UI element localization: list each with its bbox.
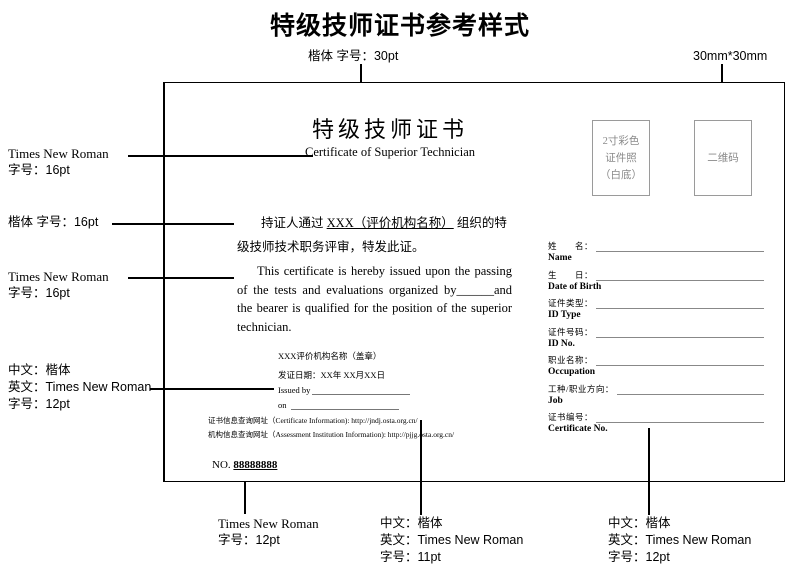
annotation-left-4-line3: 字号：12pt (8, 397, 70, 411)
field-date-of-birth: 生 日： Date of Birth (548, 270, 764, 293)
annotation-top-center: 楷体 字号：30pt (308, 49, 399, 63)
leader-spine-left (163, 83, 165, 481)
annotation-left-3: Times New Roman 字号：16pt (8, 268, 109, 302)
issued-by-label: Issued by (278, 385, 311, 395)
leader-line-left-3 (128, 277, 234, 279)
field-id-no-label-cn: 证件号码： (548, 326, 594, 337)
annotation-bottom-3-line3: 字号：12pt (608, 550, 670, 564)
certificate-number-label: NO. (212, 459, 231, 471)
page-title: 特级技师证书参考样式 (269, 13, 530, 40)
field-occupation-label-cn: 职业名称： (548, 355, 594, 365)
field-id-type-label-cn: 证件类型： (548, 298, 594, 308)
field-job: 工种/职业方向： Job (548, 384, 764, 407)
field-id-type: 证件类型： ID Type (548, 298, 764, 321)
field-certno-rule (596, 413, 764, 423)
certificate-body-en: This certificate is hereby issued upon t… (237, 264, 512, 334)
on-label: on (278, 400, 287, 410)
annotation-bottom-2-line1: 中文：楷体 (380, 516, 443, 530)
leader-line-left-1 (128, 155, 313, 157)
leader-line-bottom-1 (244, 482, 246, 514)
field-id-type-rule (596, 299, 764, 309)
institution-info-url: 机构信息查询网址（Assessment Institution Informat… (208, 430, 455, 439)
annotation-bottom-2-line2: 英文：Times New Roman (380, 533, 524, 547)
annotation-left-3-line2: 字号：16pt (8, 286, 70, 300)
info-fields-group: 姓 名： Name 生 日： Date of Birth 证件类型： ID Ty… (548, 241, 764, 441)
body-cn-pre: 持证人通过 (261, 216, 327, 230)
annotation-left-1: Times New Roman 字号：16pt (8, 145, 109, 179)
annotation-left-4: 中文：楷体 英文：Times New Roman 字号：12pt (8, 362, 151, 413)
field-id-type-label-en: ID Type (548, 310, 581, 320)
photo-box-line2: 证件照 (605, 152, 637, 164)
annotation-left-1-line2: 字号：16pt (8, 163, 70, 177)
annotation-bottom-1-line2: 字号：12pt (218, 533, 280, 547)
leader-line-left-2 (112, 223, 234, 225)
certificate-number: NO. 88888888 (212, 459, 277, 471)
on-rule (290, 400, 399, 410)
issuer-org: XXX评价机构名称（盖章） (278, 351, 382, 361)
field-dob-rule (596, 271, 764, 281)
field-occupation-rule (596, 356, 764, 366)
field-occupation-label-en: Occupation (548, 367, 595, 377)
field-name-label-cn: 姓 名： (548, 241, 594, 251)
annotation-left-4-line1: 中文：楷体 (8, 363, 71, 377)
field-dob-label-cn: 生 日： (548, 269, 594, 280)
field-certno-label-en: Certificate No. (548, 424, 608, 434)
field-job-rule (616, 385, 764, 395)
field-job-label-en: Job (548, 395, 563, 406)
field-dob-label-en: Date of Birth (548, 281, 602, 292)
annotation-left-1-line1: Times New Roman (8, 146, 109, 161)
field-name: 姓 名： Name (548, 241, 764, 264)
query-urls: 证书信息查询网址（Certificate Information): http:… (208, 414, 518, 442)
issued-by-rule (312, 385, 411, 395)
field-certno-label-cn: 证书编号： (548, 412, 594, 422)
annotation-left-2: 楷体 字号：16pt (8, 214, 98, 231)
cert-info-url: 证书信息查询网址（Certificate Information): http:… (208, 416, 418, 425)
certificate-frame (163, 82, 785, 482)
field-name-rule (596, 242, 764, 252)
field-certificate-no: 证书编号： Certificate No. (548, 412, 764, 435)
field-id-no: 证件号码： ID No. (548, 327, 764, 350)
certificate-number-value: 88888888 (233, 459, 278, 471)
photo-box-line1: 2寸彩色 (602, 135, 640, 147)
photo-box-line3: （白底） (600, 169, 642, 181)
body-cn-underline: XXX（评价机构名称） (326, 216, 454, 230)
annotation-bottom-3: 中文：楷体 英文：Times New Roman 字号：12pt (608, 515, 751, 566)
field-name-label-en: Name (548, 253, 572, 263)
qr-box-line1: 二维码 (707, 152, 739, 164)
issuer-block: XXX评价机构名称（盖章） 发证日期：XX年 XX月XX日 Issued by … (278, 349, 508, 413)
certificate-title-cn: 特级技师证书 (311, 117, 468, 142)
annotation-bottom-3-line1: 中文：楷体 (608, 516, 671, 530)
annotation-bottom-3-line2: 英文：Times New Roman (608, 533, 752, 547)
body-cn-post: 组织的特级技师技术职务评审，特发此证。 (237, 216, 507, 254)
annotation-left-4-line2: 英文：Times New Roman (8, 380, 152, 394)
leader-line-left-4 (150, 388, 274, 390)
annotation-bottom-2: 中文：楷体 英文：Times New Roman 字号：11pt (380, 515, 523, 566)
certificate-title-en: Certificate of Superior Technician (304, 145, 475, 159)
issuer-date-cn: 发证日期：XX年 XX月XX日 (278, 370, 385, 380)
annotation-bottom-1-line1: Times New Roman (218, 516, 319, 531)
qr-code-placeholder-box: 二维码 (694, 120, 752, 196)
annotation-top-right: 30mm*30mm (693, 49, 768, 63)
leader-line-bottom-3 (648, 428, 650, 515)
certificate-body-cn: 持证人通过 XXX（评价机构名称） 组织的特级技师技术职务评审，特发此证。 (237, 211, 512, 259)
field-job-label-cn: 工种/职业方向： (548, 383, 614, 394)
annotation-bottom-2-line3: 字号：11pt (380, 550, 441, 564)
leader-line-bottom-2 (420, 420, 422, 515)
annotation-left-2-line1: 楷体 字号：16pt (8, 215, 99, 229)
annotation-left-3-line1: Times New Roman (8, 269, 109, 284)
field-id-no-label-en: ID No. (548, 338, 575, 349)
annotation-bottom-1: Times New Roman 字号：12pt (218, 515, 319, 549)
field-occupation: 职业名称： Occupation (548, 355, 764, 378)
photo-placeholder-box: 2寸彩色 证件照 （白底） (592, 120, 650, 196)
field-id-no-rule (596, 328, 764, 338)
